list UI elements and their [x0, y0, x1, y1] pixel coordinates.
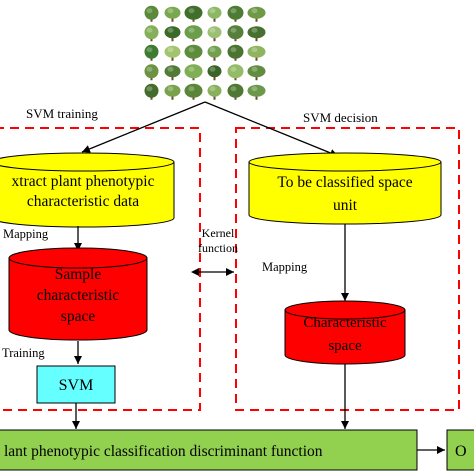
kernel-label-line2: function [198, 241, 238, 255]
plant-thumbnail [144, 44, 159, 61]
svm-decision-region [235, 127, 460, 411]
plant-thumbnail [207, 26, 222, 42]
plant-thumbnail [207, 6, 222, 22]
char-label-line2: space [328, 338, 362, 354]
plant-thumbnail [184, 64, 203, 81]
plant-thumbnail [207, 84, 222, 100]
plant-thumbnail [227, 64, 244, 81]
output-box: O [446, 429, 474, 471]
sample-label-line3: space [61, 308, 96, 325]
plant-thumbnail [184, 83, 203, 100]
sample-space-cylinder: Sample characteristic space [8, 247, 148, 341]
plant-thumbnail [227, 5, 244, 22]
plant-thumbnail [227, 44, 244, 61]
output-label: O [455, 443, 467, 460]
extract-data-cylinder: xtract plant phenotypic characteristic d… [0, 152, 175, 228]
sample-label-line2: characteristic [37, 287, 120, 304]
classified-unit-cylinder: To be classified space unit [248, 152, 442, 225]
plant-thumbnail [144, 5, 159, 22]
plant-thumbnail [164, 84, 181, 100]
plant-thumbnail [164, 45, 181, 61]
discriminant-label: lant phenotypic classification discrimin… [4, 443, 323, 460]
plant-thumbnail [184, 25, 203, 42]
plant-thumbnail [247, 84, 266, 100]
mapping-right-label: Mapping [262, 260, 308, 274]
svm-training-label: SVM training [26, 106, 98, 121]
plant-thumbnail [144, 64, 159, 81]
plant-thumbnail [247, 45, 266, 61]
plant-image-grid [144, 5, 266, 100]
extract-label-line1: xtract plant phenotypic [12, 173, 155, 190]
discriminant-function-box: lant phenotypic classification discrimin… [0, 429, 418, 471]
plant-thumbnail [247, 6, 266, 22]
extract-label-line2: characteristic data [27, 193, 139, 210]
svm-decision-label: SVM decision [303, 110, 378, 125]
arrow-image-to-classified [204, 101, 339, 157]
training-label: Training [2, 346, 45, 360]
classified-label-line2: unit [333, 197, 358, 214]
plant-thumbnail [184, 5, 203, 22]
plant-thumbnail [207, 65, 222, 81]
plant-thumbnail [144, 83, 159, 100]
plant-thumbnail [164, 26, 181, 42]
char-label-line1: Characteristic [303, 315, 387, 331]
svm-label: SVM [59, 377, 94, 394]
sample-label-line1: Sample [55, 266, 102, 283]
arrow-image-to-extract [81, 101, 206, 153]
plant-thumbnail [227, 83, 244, 100]
plant-thumbnail [164, 65, 181, 81]
kernel-label-line1: Kernel [202, 226, 235, 240]
svm-box: SVM [36, 365, 116, 404]
plant-thumbnail [247, 65, 266, 81]
plant-thumbnail [144, 25, 159, 42]
plant-thumbnail [184, 44, 203, 61]
characteristic-space-cylinder: Characteristic space [284, 300, 406, 365]
plant-thumbnail [247, 26, 266, 42]
classified-label-line1: To be classified space [277, 174, 412, 191]
mapping-left-label: Mapping [3, 227, 49, 241]
plant-thumbnail [164, 6, 181, 22]
plant-thumbnail [207, 45, 222, 61]
plant-thumbnail [227, 25, 244, 42]
